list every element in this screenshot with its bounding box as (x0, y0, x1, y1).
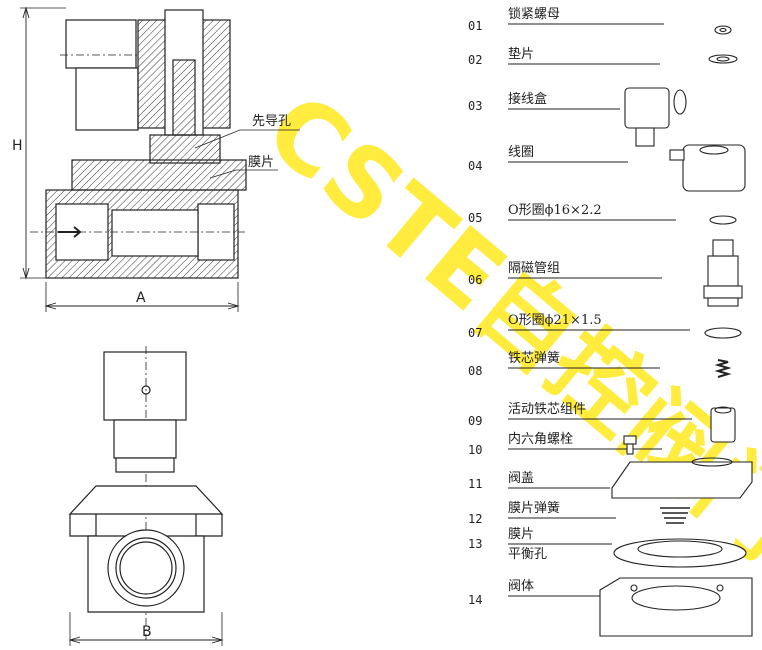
part-name: 垫片 (508, 46, 534, 62)
length-dimension-label: A (136, 290, 146, 306)
part-name: 膜片弹簧 (508, 500, 560, 516)
part-number: 13 (468, 537, 482, 551)
diaphragm-spring-icon (660, 507, 690, 524)
part-name: 接线盒 (508, 91, 547, 107)
coil-icon (669, 144, 746, 192)
part-number: 10 (468, 443, 482, 457)
height-dimension-label: H (12, 138, 23, 154)
part-number: 12 (468, 512, 482, 526)
part-number: 08 (468, 364, 482, 378)
part-number: 01 (468, 19, 482, 33)
plunger-tube-icon (703, 239, 743, 307)
part-number: 07 (468, 326, 482, 340)
part-name: 活动铁芯组件 (508, 402, 586, 417)
bonnet (71, 159, 247, 191)
parts-list: 01 锁紧螺母 02 垫片 03 接线盒 04 线圈 05 O形圈ϕ16×2.2 06 隔磁管组 07 O… (468, 6, 692, 607)
part-number: 04 (468, 159, 482, 173)
plunger (172, 59, 196, 136)
o-ring-large-icon (704, 327, 742, 339)
flow-chamber (111, 209, 199, 257)
diaphragm-icon (613, 538, 747, 568)
width-dimension-label: B (142, 624, 152, 640)
coil-housing (75, 67, 139, 131)
lock-nut-icon (714, 25, 732, 35)
part-name: 隔磁管组 (508, 261, 560, 276)
part-icons (599, 25, 753, 637)
junction-box-icon (624, 87, 687, 147)
section-view (20, 6, 300, 312)
part-name: 阀体 (508, 579, 534, 594)
diaphragm-callout: 膜片 (248, 155, 274, 170)
washer-icon (708, 54, 738, 64)
core-spring-icon (714, 359, 732, 378)
front-view (68, 346, 224, 646)
hex-bolt-icon (623, 435, 637, 455)
part-number: 03 (468, 99, 482, 113)
part-name: 线圈 (508, 145, 534, 160)
valve-body-icon (599, 577, 753, 637)
part-name: O形圈ϕ21×1.5 (508, 313, 602, 328)
part-number: 06 (468, 273, 482, 287)
pilot-hole-callout: 先导孔 (252, 114, 291, 129)
plunger-assembly-icon (710, 406, 736, 443)
o-ring-small-icon (709, 215, 737, 225)
part-number: 09 (468, 414, 482, 428)
part-name: 锁紧螺母 (508, 6, 560, 22)
pilot-body (149, 134, 221, 164)
part-number: 02 (468, 53, 482, 67)
part-number: 14 (468, 593, 482, 607)
bonnet-icon (611, 457, 753, 499)
balance-hole-label: 平衡孔 (508, 547, 547, 562)
part-number: 05 (468, 211, 482, 225)
connector-box (65, 19, 137, 69)
part-name: O形圈ϕ16×2.2 (508, 203, 602, 218)
part-number: 11 (468, 477, 482, 491)
part-name: 内六角螺栓 (508, 431, 573, 447)
part-name: 阀盖 (508, 471, 534, 486)
part-name: 铁芯弹簧 (508, 350, 560, 366)
part-name: 膜片 (508, 527, 534, 542)
